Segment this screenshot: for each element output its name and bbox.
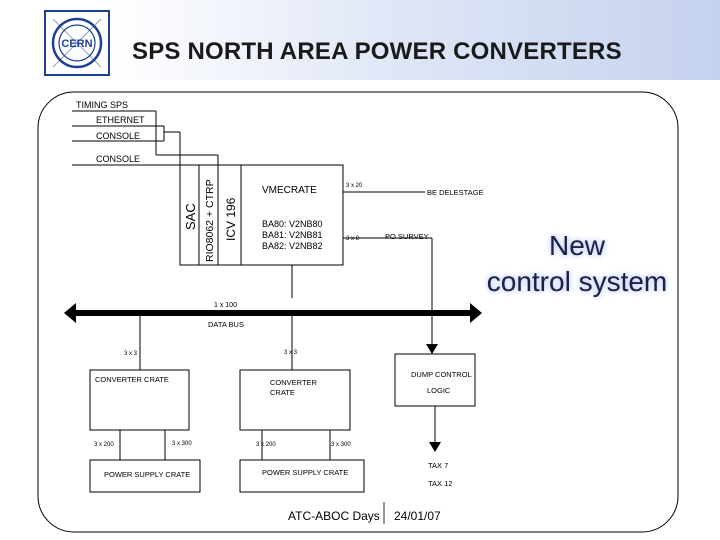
- vmecrate-ba80: BA80: V2NB80: [262, 219, 323, 229]
- middle-x200-label: 3 x 200: [256, 442, 276, 448]
- diagram-frame: [37, 91, 679, 533]
- left-power-supply-label: POWER SUPPLY CRATE: [104, 470, 190, 479]
- vmecrate-title: VMECRATE: [262, 185, 317, 196]
- link-x20-label: 3 x 20: [346, 183, 363, 189]
- timing-label: TIMING SPS: [76, 100, 128, 110]
- tax-arrow: [429, 442, 441, 452]
- console-top-label: CONSOLE: [96, 131, 140, 141]
- middle-converter-crate-line1: CONVERTER: [270, 378, 318, 387]
- left-x300-label: 3 x 300: [172, 441, 192, 447]
- left-x3-label: 3 x 3: [124, 351, 138, 357]
- dump-control-box: [394, 353, 476, 407]
- vmecrate-ba81: BA81: V2NB81: [262, 230, 323, 240]
- po-survey-arrow: [426, 344, 438, 354]
- left-converter-crate-label: CONVERTER CRATE: [95, 375, 169, 384]
- ethernet-label: ETHERNET: [96, 115, 145, 125]
- footer-date: 24/01/07: [394, 509, 441, 523]
- rio-label: RIO8062 + CTRP: [204, 179, 216, 262]
- icv-label: ICV 196: [224, 197, 238, 241]
- slide-title: SPS NORTH AREA POWER CONVERTERS: [132, 38, 622, 65]
- right-x3-label: 3 x 3: [284, 350, 298, 356]
- middle-power-supply-crate: [239, 459, 365, 493]
- be-delestage-label: BE DELESTAGE: [427, 188, 484, 197]
- vmecrate-ba82: BA82: V2NB82: [262, 241, 323, 251]
- cern-logo: CERN: [44, 10, 110, 76]
- callout-line1: New: [548, 230, 605, 261]
- left-power-supply-crate: [89, 459, 201, 493]
- link-x8-label: 3 x 8: [346, 236, 360, 242]
- po-survey-label: PO SURVEY: [385, 232, 429, 241]
- left-x200-label: 3 x 200: [94, 442, 114, 448]
- title-band: [0, 0, 720, 80]
- callout-line2: control system: [486, 266, 668, 297]
- middle-power-supply-label: POWER SUPPLY CRATE: [262, 468, 348, 477]
- middle-converter-crate-line2: CRATE: [270, 388, 295, 397]
- vmecrate-box: [240, 164, 344, 266]
- data-bus-label: DATA BUS: [208, 320, 244, 329]
- footer-event: ATC-ABOC Days: [288, 509, 380, 523]
- middle-converter-crate: [239, 369, 351, 431]
- console-mid-label: CONSOLE: [96, 154, 140, 164]
- new-control-system-callout: New control system: [485, 228, 669, 300]
- tax12-label: TAX 12: [428, 479, 452, 488]
- cern-logo-text: CERN: [61, 38, 92, 50]
- left-converter-crate: [89, 369, 190, 431]
- dump-control-line2: LOGIC: [427, 386, 451, 395]
- sac-label: SAC: [183, 203, 198, 230]
- dump-control-line1: DUMP CONTROL: [411, 370, 472, 379]
- tax7-label: TAX 7: [428, 461, 448, 470]
- middle-x300-label: 3 x 300: [331, 442, 351, 448]
- link-x100-label: 1 x 100: [214, 302, 237, 309]
